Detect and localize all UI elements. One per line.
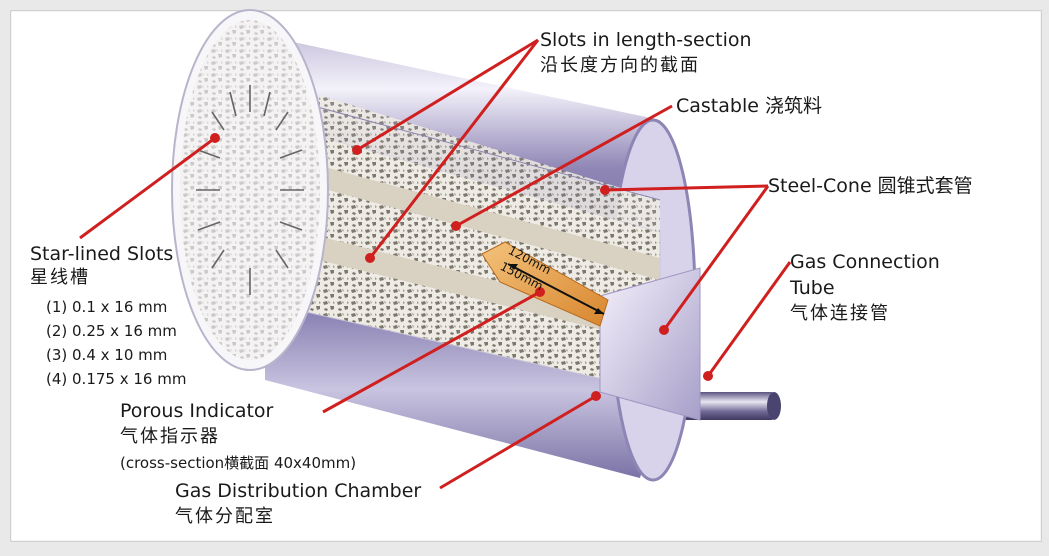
label-castable: Castable 浇筑料	[676, 95, 822, 117]
spec-4: (4) 0.175 x 16 mm	[46, 370, 187, 388]
gas-distribution-chamber-shape	[599, 267, 701, 421]
star-slots-marks	[196, 85, 304, 295]
leader-dots	[210, 133, 713, 401]
label-gas-connection: Gas Connection	[790, 251, 940, 273]
label-star-lined-slots-cn: 星线槽	[30, 267, 90, 288]
slot-band-1	[262, 150, 660, 280]
spec-3: (3) 0.4 x 10 mm	[46, 346, 168, 364]
leader-lines	[79, 38, 792, 490]
label-gas-connection-cn: 气体连接管	[790, 303, 890, 324]
label-porous-indicator: Porous Indicator	[120, 400, 274, 422]
label-porous-indicator-cn: 气体指示器	[120, 426, 220, 447]
label-gas-connection-tube: Tube	[790, 277, 835, 299]
spec-1: (1) 0.1 x 16 mm	[46, 298, 168, 316]
castable-top	[262, 92, 660, 232]
label-porous-cross-section: (cross-section横截面 40x40mm)	[120, 454, 357, 472]
label-slots-length-cn: 沿长度方向的截面	[540, 55, 700, 76]
label-star-lined-slots: Star-lined Slots	[30, 243, 174, 265]
dimension-arrow	[507, 263, 605, 315]
slot-band-2	[262, 222, 660, 344]
tube-end	[767, 392, 781, 420]
label-steel-cone: Steel-Cone 圆锥式套管	[768, 175, 973, 197]
label-gas-distribution-chamber: Gas Distribution Chamber	[175, 480, 422, 502]
spec-2: (2) 0.25 x 16 mm	[46, 322, 177, 340]
label-gas-distribution-chamber-cn: 气体分配室	[175, 506, 275, 527]
label-slots-length: Slots in length-section	[540, 29, 752, 51]
